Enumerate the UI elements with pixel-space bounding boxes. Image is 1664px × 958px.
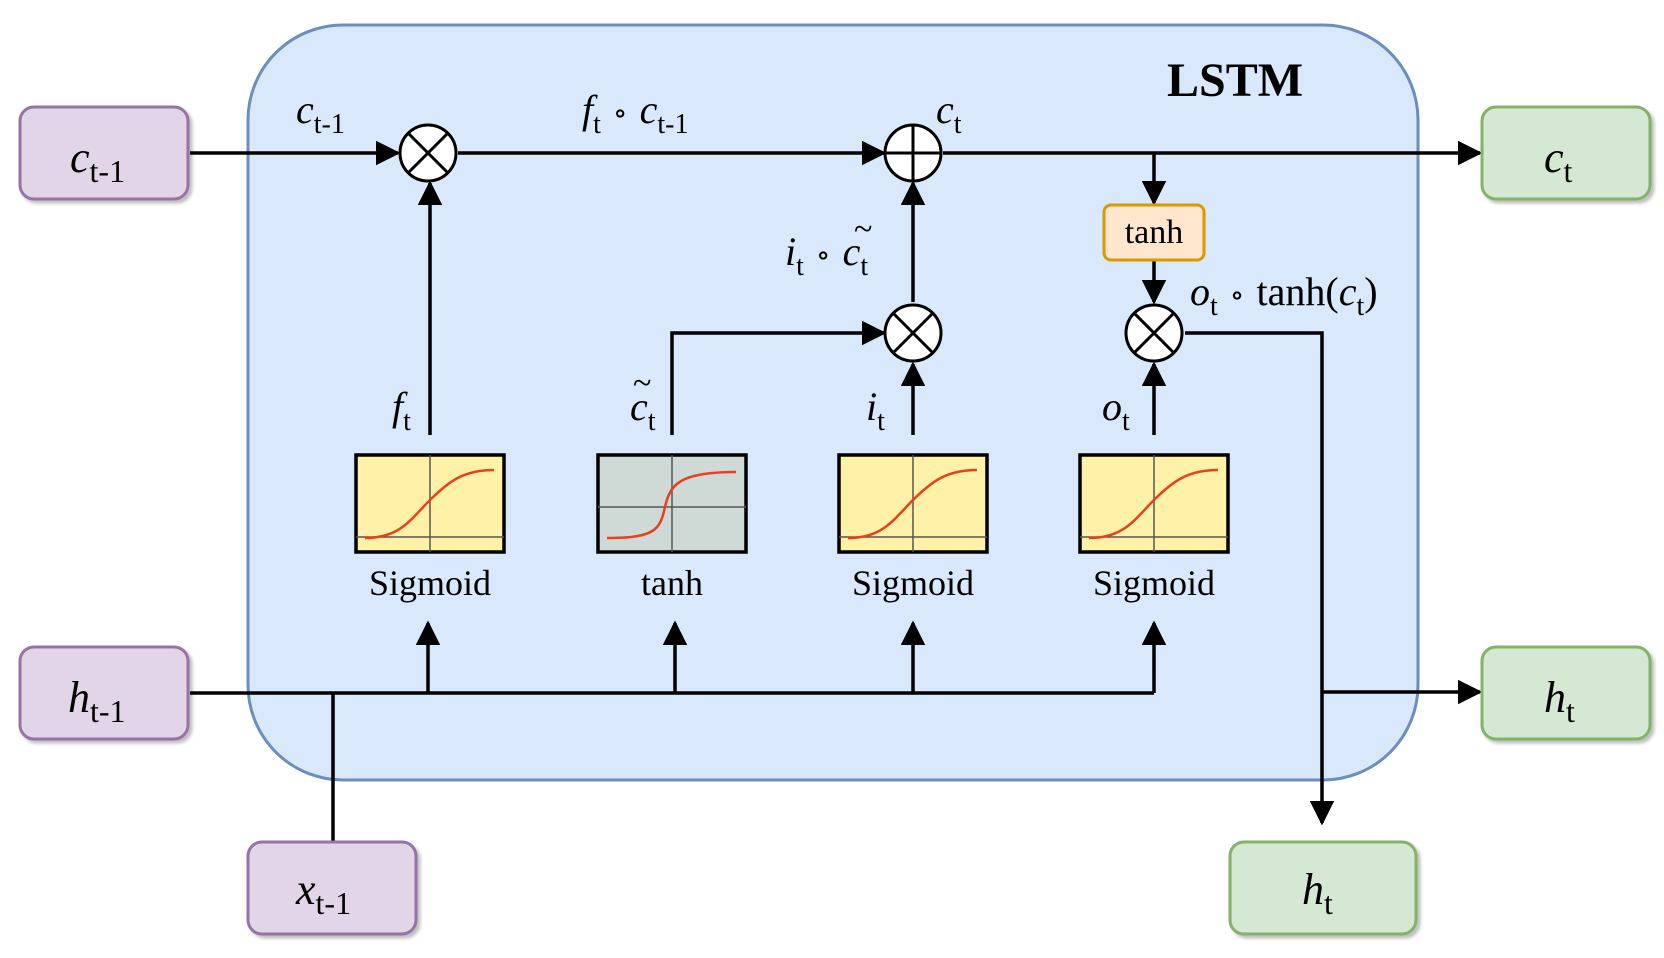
input-gate-label: Sigmoid (852, 563, 974, 603)
edge-candidate-to-input-mult (670, 320, 887, 435)
candidate-output-label: ~ ct (630, 365, 656, 437)
input-x-prev-label: xt-1 (295, 865, 351, 921)
output-h-bottom-node (1228, 840, 1418, 936)
tanh-curve-icon (606, 470, 737, 540)
svg-text:~: ~ (633, 365, 651, 402)
cell-add-icon (883, 123, 943, 183)
candidate-gate-label: tanh (641, 563, 703, 603)
svg-text:~: ~ (854, 211, 872, 248)
output-output-label: ot (1102, 384, 1130, 437)
input-c-prev-label: ct-1 (70, 133, 125, 189)
input-x-prev-node (246, 840, 418, 936)
output-multiply-icon (1124, 303, 1184, 363)
output-h-right-label: ht (1544, 673, 1575, 729)
sigmoid-curve-icon (364, 468, 495, 540)
edge-output-mult-to-h-bottom (1185, 331, 1335, 826)
forget-gate-label: Sigmoid (369, 563, 491, 603)
input-product-label: it∘ct ~ (785, 211, 872, 282)
svg-text:ct: ct (630, 384, 656, 437)
output-c-label: ct (1544, 133, 1573, 189)
sigmoid-curve-icon (847, 468, 978, 540)
input-h-prev-node (18, 645, 190, 741)
c-prev-edge-label: ct-1 (296, 87, 345, 140)
candidate-gate (596, 453, 748, 554)
c-new-edge-label: ct (936, 87, 962, 140)
output-gate-label: Sigmoid (1093, 563, 1215, 603)
forget-gate (354, 453, 506, 554)
input-gate (837, 453, 989, 554)
sigmoid-curve-icon (1088, 468, 1219, 540)
cell-title: LSTM (1167, 54, 1303, 107)
tanh-box-label: tanh (1125, 214, 1184, 251)
output-product-label: ot∘tanh(ct) (1190, 269, 1378, 322)
forget-product-label: ft∘ct-1 (582, 87, 689, 140)
input-multiply-icon (883, 303, 943, 363)
tanh-activation-box: tanh (1102, 203, 1206, 262)
output-h-bottom-label: ht (1302, 865, 1333, 921)
forget-multiply-icon (398, 123, 458, 183)
svg-text:it∘ct: it∘ct (785, 229, 868, 282)
output-c-node (1480, 105, 1652, 201)
input-output-label: it (866, 384, 885, 437)
input-c-prev-node (18, 105, 190, 201)
output-gate (1078, 453, 1230, 554)
input-h-prev-label: ht-1 (68, 673, 126, 729)
output-h-right-node (1480, 645, 1652, 741)
